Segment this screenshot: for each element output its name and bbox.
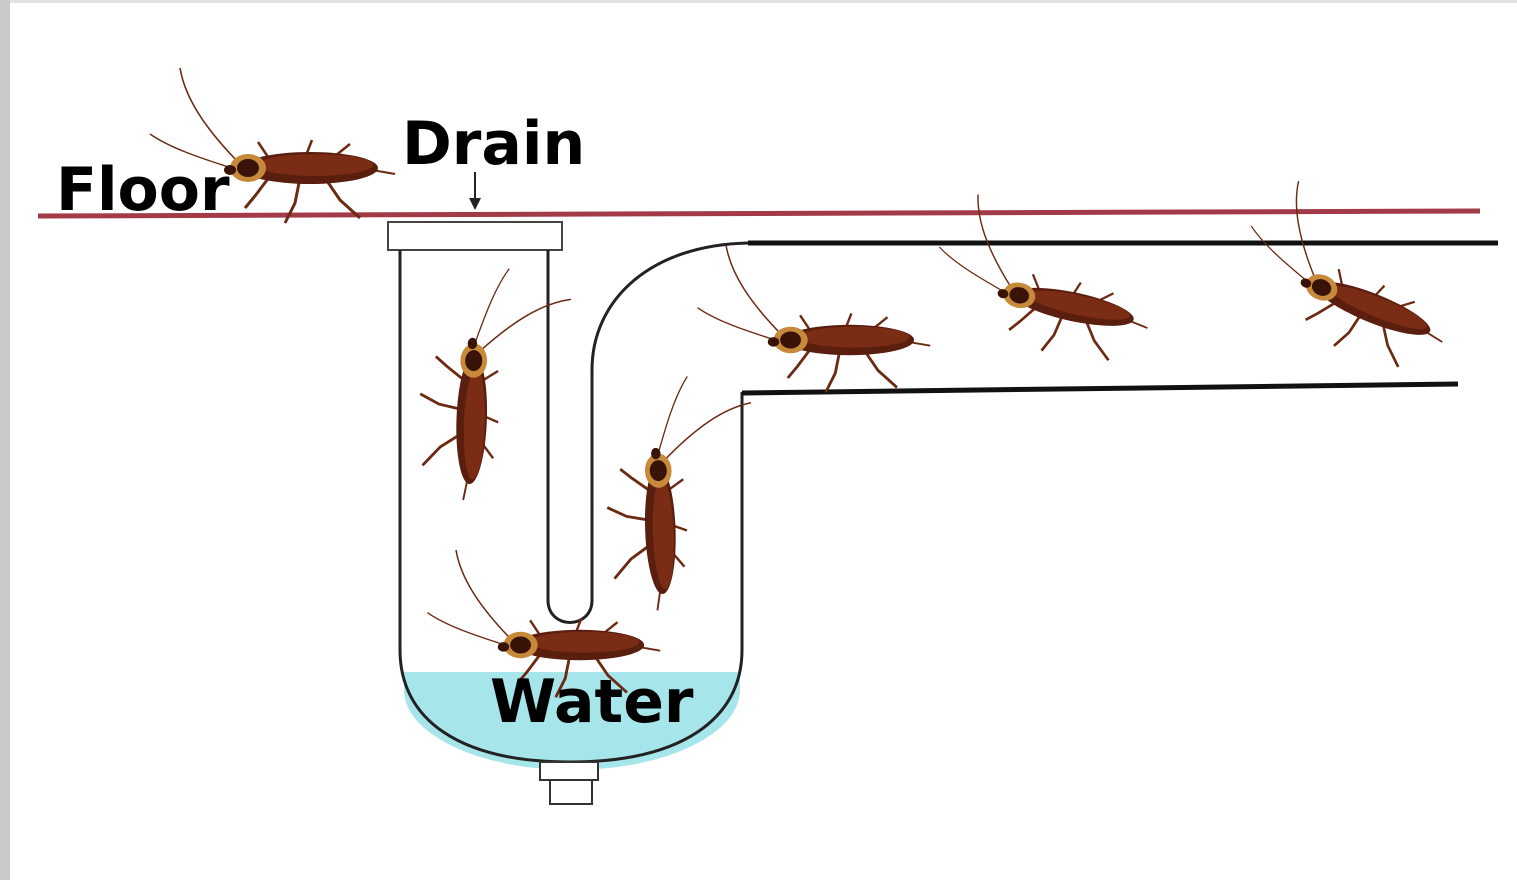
- cockroach-icon: [698, 245, 931, 392]
- cockroach-icon: [1221, 171, 1478, 383]
- pipe-trap-inner: [548, 243, 748, 623]
- cockroach-icon: [923, 189, 1168, 371]
- floor-line: [38, 211, 1480, 216]
- cleanout-plug: [540, 762, 598, 804]
- drain-flange: [388, 222, 562, 250]
- pipe-bottom-edge: [742, 384, 1458, 393]
- floor-label: Floor: [56, 160, 230, 220]
- water-label: Water: [490, 672, 694, 732]
- drain-label: Drain: [402, 114, 585, 174]
- cockroach-icon: [603, 374, 758, 612]
